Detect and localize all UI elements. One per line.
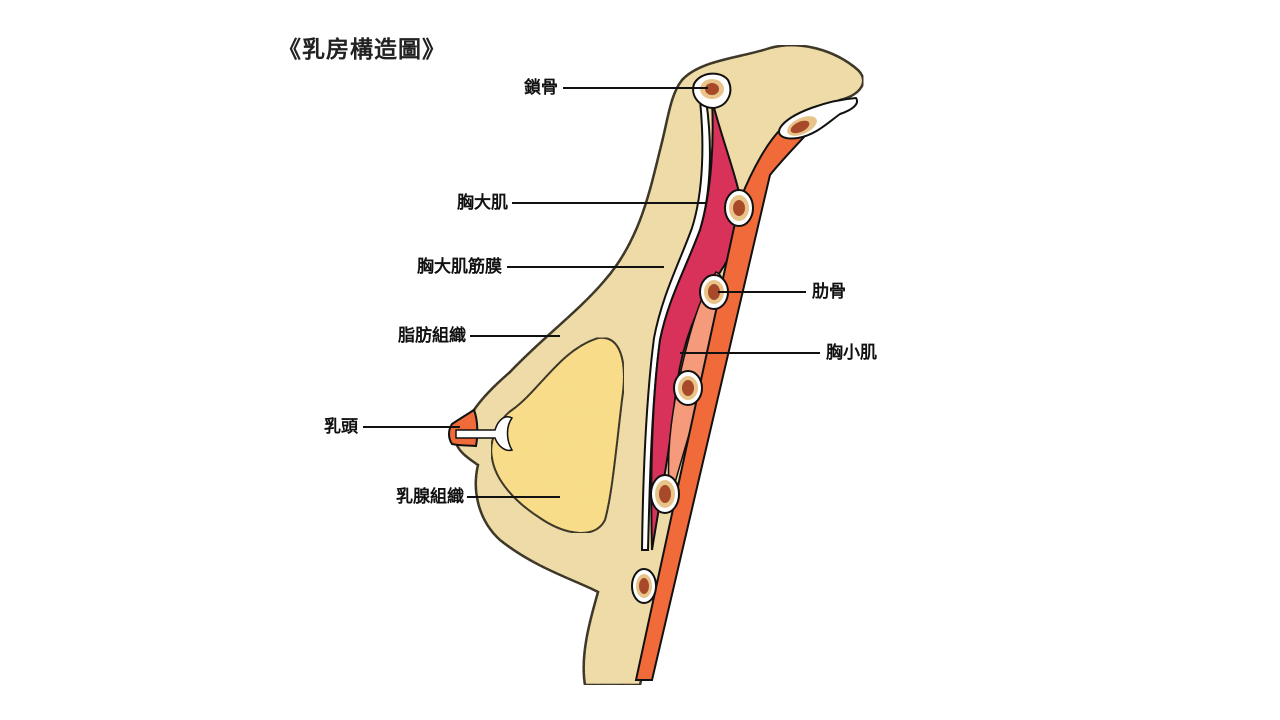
- leader-lines: [363, 87, 820, 498]
- label-pectoralis-major: 胸大肌: [457, 193, 508, 213]
- milk-duct-shape: [455, 416, 514, 452]
- label-nipple: 乳頭: [324, 417, 358, 437]
- label-glandular-tissue: 乳腺組織: [396, 487, 464, 507]
- label-ribs: 肋骨: [812, 282, 846, 302]
- rib-cross-section-2: [699, 274, 729, 310]
- label-pectoralis-fascia: 胸大肌筋膜: [417, 257, 502, 277]
- glandular-tissue-shape: [490, 336, 625, 534]
- rib-cross-section-4: [650, 474, 680, 514]
- upper-rib-bone: [778, 96, 858, 140]
- diagram-title: 《乳房構造圖》: [278, 37, 446, 63]
- rib-cross-section-3: [673, 370, 703, 406]
- rib-cross-section-1: [724, 189, 754, 227]
- label-clavicle: 鎖骨: [524, 78, 558, 98]
- label-pectoralis-minor: 胸小肌: [826, 343, 877, 363]
- clavicle-bone: [692, 72, 732, 110]
- label-fat-tissue: 脂肪組織: [398, 326, 466, 346]
- rib-cross-section-5: [631, 568, 657, 604]
